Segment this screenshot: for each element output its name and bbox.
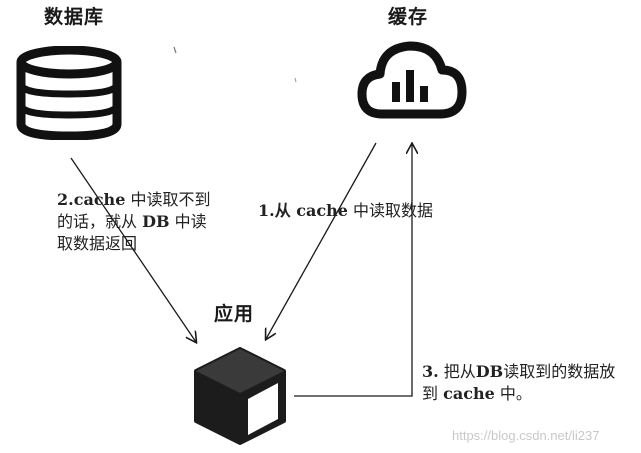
- step1-number: 1.从: [258, 201, 297, 220]
- cube-icon: [194, 347, 286, 445]
- step3-line1: 3. 把从DB读取到的数据放: [422, 361, 615, 383]
- step2-keyword-cache: 2.cache: [57, 190, 126, 209]
- database-title: 数据库: [44, 6, 105, 28]
- arrow-db-to-app: [70, 157, 196, 342]
- step3-keyword-db: DB: [475, 362, 504, 381]
- arrow-cache-to-app: [266, 142, 377, 339]
- database-icon: [16, 46, 122, 140]
- step3-text: 中。: [494, 384, 532, 403]
- step2-line2: 的话，就从 DB 中读: [57, 211, 210, 233]
- step2-keyword-db: DB: [142, 212, 170, 231]
- step3-text: 到: [422, 384, 444, 403]
- app-title: 应用: [214, 303, 255, 325]
- watermark: https://blog.csdn.net/li237: [452, 428, 600, 443]
- cloud-chart-icon: [357, 41, 467, 119]
- step2-text: 的话，就从: [57, 212, 143, 231]
- step1-text: 中读取数据: [347, 201, 434, 220]
- step2-note: 2.cache 中读取不到 的话，就从 DB 中读 取数据返回: [57, 189, 210, 255]
- step3-text: 把从: [438, 362, 476, 381]
- arrow-app-to-cache: [294, 144, 412, 397]
- step3-keyword-cache: cache: [443, 384, 495, 403]
- stray-mark: [173, 46, 177, 54]
- step2-text: 中读取不到: [125, 190, 211, 209]
- step2-line1: 2.cache 中读取不到: [57, 189, 210, 211]
- cache-title: 缓存: [388, 6, 429, 28]
- step1-note: 1.从 cache 中读取数据: [258, 200, 433, 222]
- step3-line2: 到 cache 中。: [422, 383, 615, 405]
- stray-mark: [294, 77, 297, 83]
- step3-text: 读取到的数据放: [503, 362, 616, 381]
- step1-keyword-cache: cache: [296, 201, 348, 220]
- step2-text: 中读: [169, 212, 207, 231]
- step3-note: 3. 把从DB读取到的数据放 到 cache 中。: [422, 361, 615, 405]
- step3-number: 3.: [422, 362, 439, 381]
- step2-line3: 取数据返回: [57, 234, 138, 253]
